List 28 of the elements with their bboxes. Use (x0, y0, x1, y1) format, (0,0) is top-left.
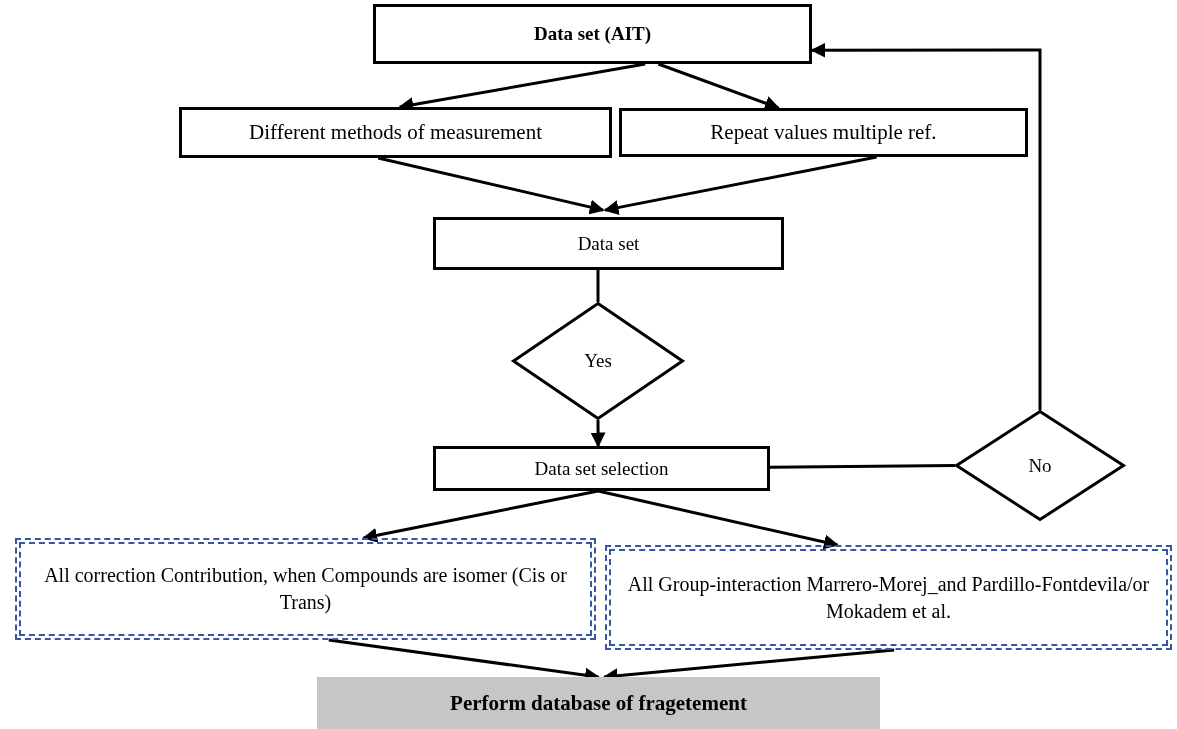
decision-diamond (512, 302, 684, 420)
node-label: All correction Contribution, when Compounds are isomer (Cis or Trans) (43, 563, 568, 616)
node-label: Repeat values multiple ref. (710, 119, 937, 147)
connector-line (596, 270, 600, 302)
arrow (810, 42, 1042, 410)
node-label: Yes (584, 349, 612, 374)
node-label: Perform database of fragetement (450, 689, 747, 717)
arrow (603, 155, 877, 215)
arrow (362, 489, 599, 543)
dashed-box (15, 538, 596, 640)
dashed-box (605, 545, 1172, 650)
arrow (377, 156, 605, 215)
node-label: Data set selection (534, 456, 669, 481)
process-box (619, 108, 1028, 157)
node-label: No (1028, 453, 1052, 478)
arrow (590, 420, 606, 448)
node-label: Data set (577, 231, 640, 256)
process-box (433, 217, 784, 270)
decision-diamond (955, 410, 1125, 521)
process-box (433, 446, 770, 491)
result-box (317, 677, 880, 729)
node-label: Different methods of measurement (249, 119, 542, 147)
process-box (373, 4, 812, 64)
node-label: Data set (AIT) (533, 22, 652, 47)
process-box (179, 107, 612, 158)
connector-line (770, 464, 955, 469)
node-label: All Group-interaction Marrero-Morej_and Pardillo-Fontdevila/or Mokadem et al. (626, 571, 1151, 624)
arrow (597, 489, 839, 550)
